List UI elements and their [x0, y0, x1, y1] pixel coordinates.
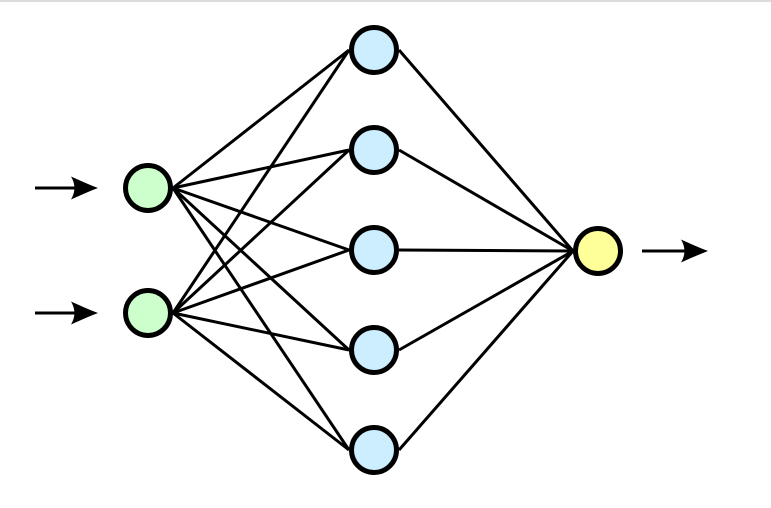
edge-h3-out1 [398, 248, 574, 253]
hidden-node-4 [349, 325, 399, 375]
edge-in1-h5 [171, 187, 351, 451]
top-border-line [0, 0, 771, 2]
edge-in1-h1 [172, 48, 350, 190]
hidden-node-3 [349, 225, 399, 275]
edge-h2-out1 [398, 148, 574, 253]
input-arrow-1-head [71, 176, 98, 200]
edge-in2-h3 [172, 248, 350, 315]
input-node-2 [123, 288, 173, 338]
edge-in2-h2 [171, 148, 351, 315]
edge-in2-h5 [172, 311, 350, 452]
edge-in1-h3 [172, 186, 350, 252]
edge-in2-h4 [172, 311, 350, 352]
output-arrow-head [681, 239, 708, 263]
hidden-node-2 [349, 125, 399, 175]
edge-in1-h4 [171, 186, 351, 352]
input-node-1 [123, 163, 173, 213]
output-node-1 [573, 226, 623, 276]
edge-h4-out1 [398, 249, 574, 352]
hidden-node-1 [349, 25, 399, 75]
edge-in1-h2 [172, 148, 350, 190]
input-arrow-2-head [71, 301, 98, 325]
edge-h1-out1 [397, 49, 575, 252]
edge-in2-h1 [171, 49, 351, 314]
hidden-node-5 [349, 425, 399, 475]
edge-h5-out1 [397, 250, 575, 451]
